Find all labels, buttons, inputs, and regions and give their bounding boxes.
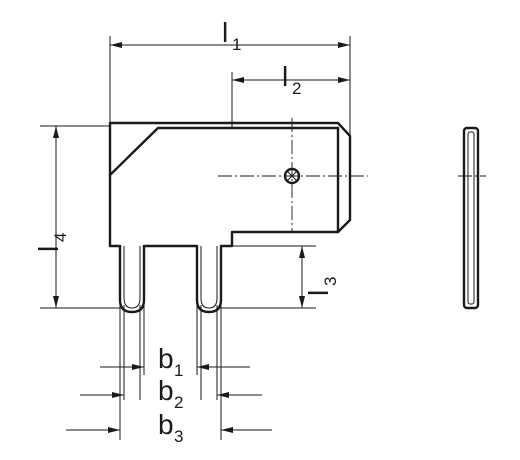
- l4-label: l 4: [33, 233, 70, 252]
- svg-text:l: l: [33, 246, 64, 252]
- svg-text:1: 1: [232, 35, 241, 54]
- l2-label: l 2: [282, 61, 301, 98]
- svg-text:4: 4: [51, 233, 70, 242]
- svg-text:b: b: [158, 375, 174, 406]
- b2-dimension: [80, 392, 262, 398]
- b3-label: b 3: [158, 409, 183, 446]
- svg-text:2: 2: [174, 393, 183, 412]
- b1-dimension: [100, 364, 250, 370]
- side-view-outline: [462, 126, 480, 310]
- svg-text:3: 3: [174, 427, 183, 446]
- l3-label: l 3: [303, 277, 340, 296]
- svg-text:2: 2: [292, 79, 301, 98]
- svg-text:b: b: [158, 409, 174, 440]
- chamfer-edge: [108, 126, 340, 177]
- terminal-body-outline: [108, 121, 352, 314]
- left-prong-inner: [123, 246, 141, 309]
- svg-text:1: 1: [174, 361, 183, 380]
- svg-text:b: b: [158, 343, 174, 374]
- b3-dimension: [66, 427, 272, 433]
- l1-label: l 1: [222, 17, 241, 54]
- svg-text:3: 3: [321, 277, 340, 286]
- b1-label: b 1: [158, 343, 183, 380]
- right-prong-inner: [200, 246, 218, 309]
- side-view-inner: [467, 131, 475, 305]
- svg-text:l: l: [282, 61, 288, 92]
- svg-text:l: l: [303, 290, 334, 296]
- b2-label: b 2: [158, 375, 183, 412]
- svg-text:l: l: [222, 17, 228, 48]
